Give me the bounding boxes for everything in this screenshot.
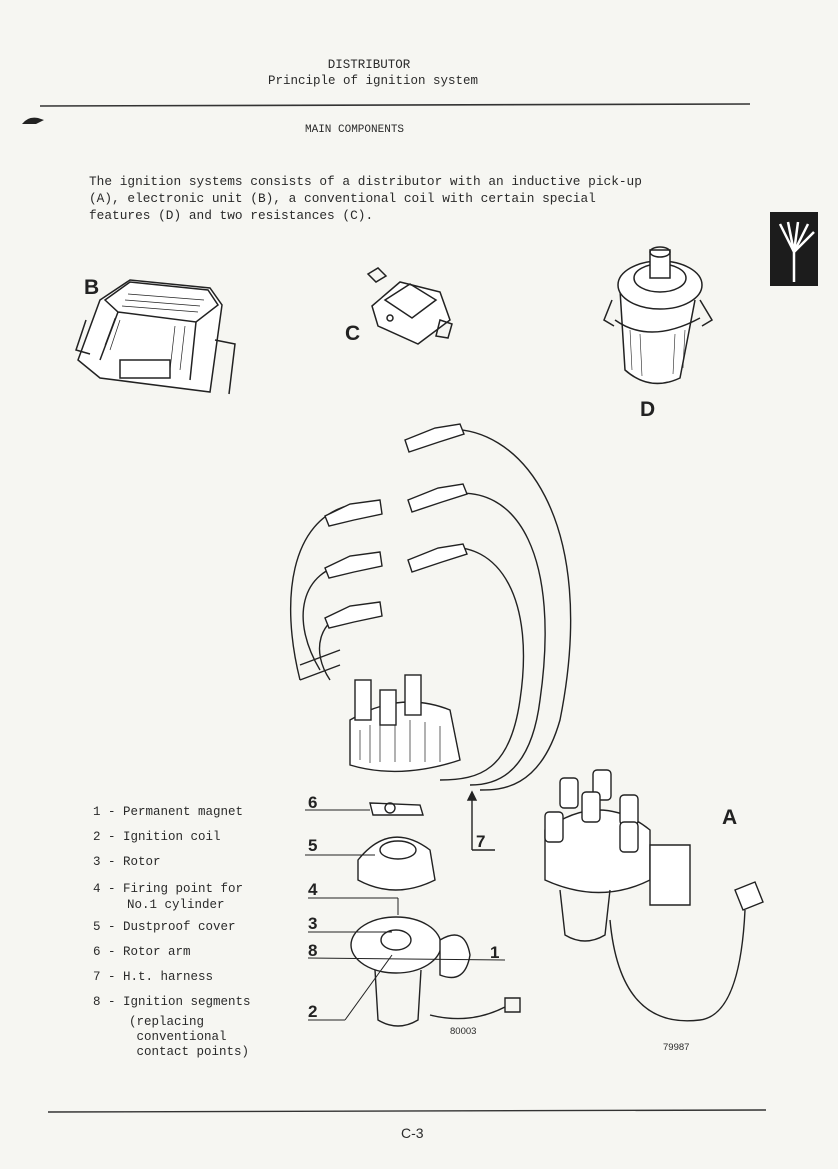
callout-4: 4 (308, 880, 318, 899)
label-b: B (84, 276, 100, 299)
intro-line: (A), electronic unit (B), a conventional… (89, 190, 596, 206)
legend-item: 5 - Dustproof cover (93, 919, 236, 934)
callout-7: 7 (476, 832, 486, 851)
legend-item: 4 - Firing point for (93, 881, 244, 896)
callout-8: 8 (308, 941, 318, 960)
margin-mark (22, 117, 44, 124)
intro-line: The ignition systems consists of a distr… (89, 174, 642, 189)
exploded-distributor-drawing (305, 802, 521, 1027)
label-c: C (345, 322, 361, 345)
legend-item: 8 - Ignition segments (93, 995, 251, 1010)
legend-item: 6 - Rotor arm (93, 944, 191, 959)
legend-item: 2 - Ignition coil (93, 830, 221, 845)
ignition-coil-drawing (603, 246, 714, 385)
label-d: D (640, 398, 656, 421)
header-rule (39, 103, 751, 107)
wiring-harness-icon (778, 221, 815, 282)
electronic-unit-drawing (75, 279, 236, 395)
legend-item: 7 - H.t. harness (93, 970, 214, 985)
legend-item-cont: conventional (129, 1030, 227, 1045)
figure-ref-right: 79987 (663, 1042, 690, 1053)
legend-item: 1 - Permanent magnet (93, 805, 244, 819)
distributor-drawing (544, 769, 764, 1022)
intro-line: features (D) and two resistances (C). (89, 207, 374, 223)
footer-rule (47, 1109, 767, 1113)
section-tab (770, 212, 818, 286)
callout-5: 5 (308, 836, 318, 855)
page-number: C-3 (401, 1125, 424, 1141)
section-title: MAIN COMPONENTS (305, 124, 405, 136)
legend: 1 - Permanent magnet 2 - Ignition coil 3… (93, 800, 251, 1060)
callout-2: 2 (308, 1002, 318, 1021)
label-a: A (722, 806, 738, 829)
legend-item-cont: contact points) (129, 1045, 250, 1060)
figure-ref-left: 80003 (450, 1026, 477, 1037)
legend-item-cont: (replacing (129, 1015, 205, 1030)
callout-6: 6 (308, 793, 318, 812)
resistance-drawing (366, 267, 453, 345)
legend-item: 3 - Rotor (93, 855, 161, 870)
page-title: DISTRIBUTOR (327, 58, 411, 72)
ht-harness-drawing (290, 423, 572, 851)
page-subtitle: Principle of ignition system (267, 74, 479, 88)
legend-item-cont: No.1 cylinder (127, 897, 225, 912)
callout-3: 3 (308, 914, 318, 933)
intro-paragraph: The ignition systems consists of a distr… (89, 174, 642, 224)
callout-1: 1 (490, 943, 500, 962)
